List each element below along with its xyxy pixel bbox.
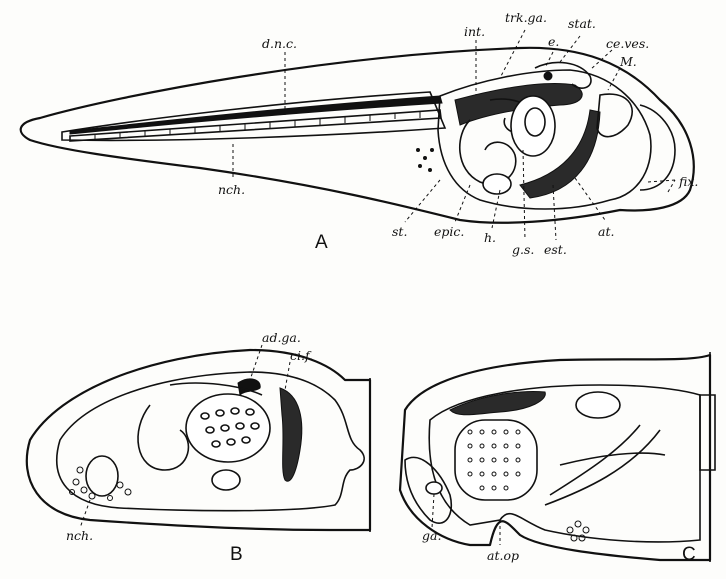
label-stat: stat. — [568, 16, 596, 31]
label-h: h. — [484, 230, 496, 245]
tail-cells — [416, 148, 434, 172]
notochord-remnant — [70, 456, 132, 501]
label-st: st. — [392, 224, 407, 239]
label-at-op: at.op — [487, 548, 519, 563]
heart-c — [576, 392, 620, 418]
mouth-stripes-c — [700, 395, 715, 470]
gut-loop-c — [545, 430, 660, 505]
epicardium — [483, 174, 511, 194]
label-at: at. — [598, 224, 614, 239]
adhesive-papilla — [597, 94, 632, 137]
panel-label-c: C — [682, 544, 696, 565]
label-ad-ga: ad.ga. — [262, 330, 301, 345]
label-ce-ves: ce.ves. — [606, 36, 649, 51]
gut-sac — [511, 96, 555, 156]
label-nch-b: nch. — [66, 528, 93, 543]
eye-spot — [544, 72, 552, 80]
panel-a-larva: d.n.c. int. trk.ga. stat. e. ce.ves. M. … — [21, 10, 699, 257]
gut-loop-c3 — [560, 453, 665, 465]
panel-label-b: B — [230, 544, 243, 565]
label-e: e. — [548, 34, 559, 49]
gut-loop-c2 — [550, 425, 640, 495]
dorsal-dark-c — [450, 392, 545, 415]
label-dnc: d.n.c. — [262, 36, 297, 51]
label-trk-ga: trk.ga. — [505, 10, 547, 25]
label-ga: ga. — [422, 528, 441, 543]
ganglion-c — [426, 482, 442, 494]
label-int: int. — [464, 24, 485, 39]
label-epic: epic. — [434, 224, 464, 239]
cell-cluster-c — [567, 521, 589, 541]
label-gs: g.s. — [512, 242, 534, 257]
heart-b — [212, 470, 240, 490]
branchial-dark — [280, 388, 302, 481]
leader-lines-a — [233, 30, 675, 240]
gut-loop-b — [138, 405, 188, 470]
label-ci-f: ci.f. — [290, 348, 313, 363]
dorsal-nerve-cord — [70, 96, 442, 134]
label-fix: fix. — [678, 174, 698, 189]
fixation-organ — [640, 105, 675, 190]
panel-b-metamorphosis: ad.ga. ci.f. nch. B — [27, 330, 370, 565]
panel-label-a: A — [315, 232, 328, 253]
leader-lines-c — [432, 494, 500, 545]
label-nch-a: nch. — [218, 182, 245, 197]
label-est: est. — [544, 242, 567, 257]
panel-c-metamorphosis: ga. at.op C — [400, 352, 715, 565]
label-m: M. — [619, 54, 637, 69]
